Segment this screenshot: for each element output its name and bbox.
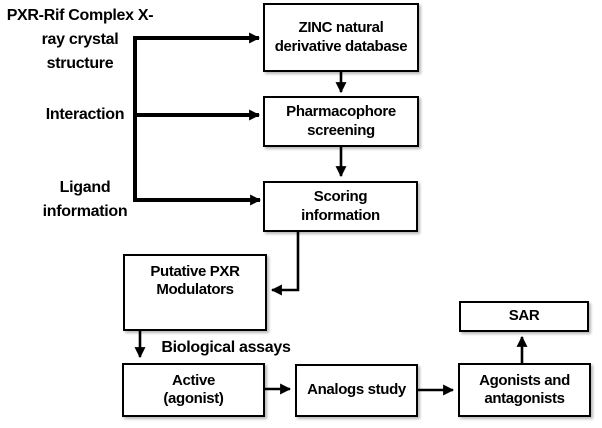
node-agonists-antagonists: Agonists and antagonists — [458, 363, 591, 417]
label-ligand-information: Ligand information — [42, 179, 128, 220]
node-scoring-information: Scoring information — [263, 181, 418, 232]
node-analogs-study: Analogs study — [295, 364, 418, 417]
node-zinc-database: ZINC natural derivative database — [263, 3, 419, 72]
node-putative-pxr-modulators: Putative PXR Modulators — [123, 254, 267, 331]
label-pxr-rif-crystal-structure: PXR-Rif Complex X- ray crystal structure — [6, 7, 154, 72]
node-sar: SAR — [459, 301, 589, 332]
label-biological-assays: Biological assays — [161, 339, 291, 356]
node-active-agonist: Active (agonist) — [122, 363, 265, 417]
edge-scoring-to-putative-arrow — [270, 232, 300, 296]
label-interaction: Interaction — [45, 106, 125, 123]
node-pharmacophore-screening: Pharmacophore screening — [263, 96, 419, 147]
